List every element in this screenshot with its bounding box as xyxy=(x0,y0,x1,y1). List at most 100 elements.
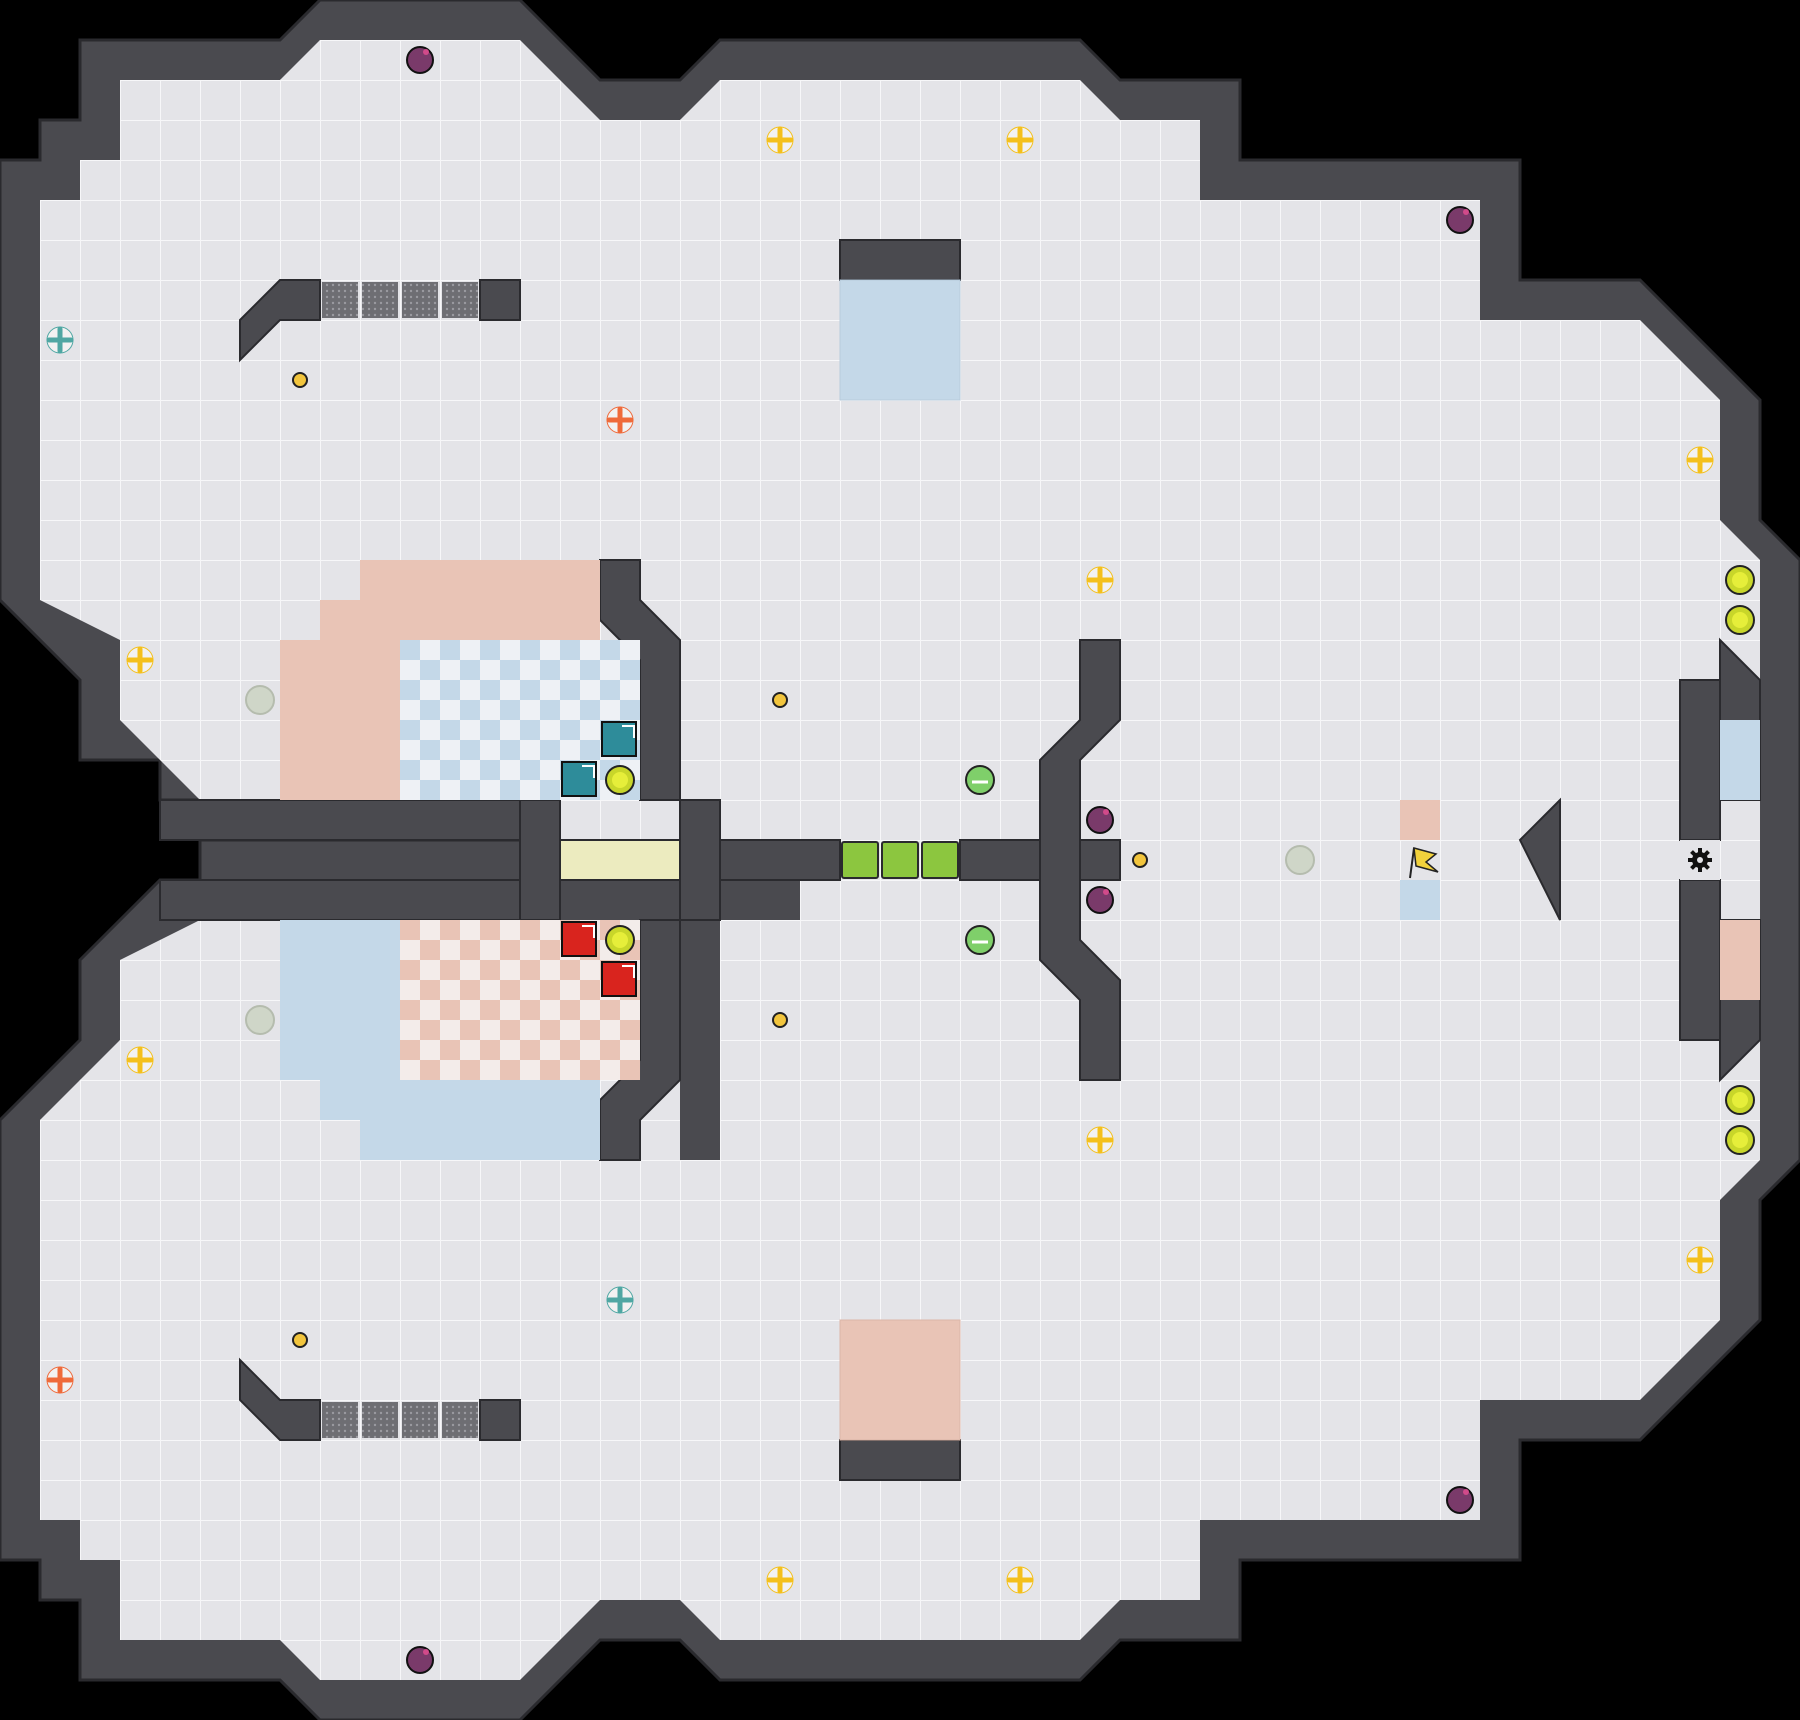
yellow-cross-boost-icon xyxy=(1686,446,1714,474)
yellow-cross-boost-icon xyxy=(1006,126,1034,154)
flag-pole xyxy=(1409,847,1415,879)
bomb-icon xyxy=(1086,886,1114,914)
portal-ring xyxy=(965,765,995,795)
button-inner xyxy=(612,772,628,788)
bomb-body xyxy=(1446,1486,1474,1514)
red-toggle-tile-shine xyxy=(582,925,595,938)
blue-toggle-tile xyxy=(561,761,597,797)
powerup-spot-icon xyxy=(245,685,275,715)
red-team-tile xyxy=(360,560,600,600)
speed-pad-icon xyxy=(881,841,919,879)
red-cross-boost-icon-cross xyxy=(46,1366,74,1394)
bomb-icon xyxy=(1446,1486,1474,1514)
blue-cross-boost-icon xyxy=(46,326,74,354)
blue-cross-boost-icon-cross xyxy=(606,1286,634,1314)
yellow-cross-boost-icon xyxy=(1006,1566,1034,1594)
spike-icon xyxy=(442,282,478,318)
red-cross-boost-icon xyxy=(606,406,634,434)
blue-team-tile xyxy=(839,279,961,401)
yellow-cross-boost-icon xyxy=(1686,1246,1714,1274)
bomb-icon xyxy=(406,1646,434,1674)
spike-icon xyxy=(402,1402,438,1438)
button-inner xyxy=(1732,1092,1748,1108)
portal-ring xyxy=(965,925,995,955)
red-toggle-tile-shine xyxy=(622,965,635,978)
powerup-spot-icon xyxy=(292,1332,308,1348)
powerup-spot-icon xyxy=(772,1012,788,1028)
blue-toggle-tile-shine xyxy=(622,725,635,738)
blue-cross-boost-icon-cross xyxy=(46,326,74,354)
bomb-fuse xyxy=(1463,1489,1469,1495)
bomb-body xyxy=(1086,886,1114,914)
bomb-fuse xyxy=(1463,209,1469,215)
yellow-cross-boost-icon-cross xyxy=(1686,446,1714,474)
spike-icon xyxy=(402,282,438,318)
yellow-cross-boost-icon xyxy=(126,1046,154,1074)
flag-cloth xyxy=(1413,846,1439,873)
speed-pad-icon xyxy=(841,841,879,879)
blue-team-tile xyxy=(320,1080,600,1120)
bomb-body xyxy=(1086,806,1114,834)
yellow-cross-boost-icon-cross xyxy=(1086,566,1114,594)
button-inner xyxy=(612,932,628,948)
blue-team-tile xyxy=(400,640,640,800)
yellow-cross-boost-icon-cross xyxy=(1006,126,1034,154)
tile-layer xyxy=(280,279,1760,1441)
red-team-tile xyxy=(1720,920,1760,1000)
yellow-cross-boost-icon xyxy=(126,646,154,674)
red-team-tile xyxy=(400,920,640,1080)
red-team-tile xyxy=(320,600,600,640)
bomb-icon xyxy=(406,46,434,74)
yellow-cross-boost-icon-cross xyxy=(766,1566,794,1594)
bomb-icon xyxy=(1446,206,1474,234)
red-team-tile xyxy=(839,1319,961,1441)
powerup-spot-icon xyxy=(292,372,308,388)
spike-icon xyxy=(322,1402,358,1438)
yellow-cross-boost-icon-cross xyxy=(1006,1566,1034,1594)
blue-cross-boost-icon xyxy=(606,1286,634,1314)
yellow-cross-boost-icon xyxy=(1086,566,1114,594)
blue-team-tile xyxy=(1720,720,1760,800)
bomb-body xyxy=(406,1646,434,1674)
inner-walls xyxy=(159,239,1761,1481)
portal-icon xyxy=(965,925,995,955)
button-inner xyxy=(1732,612,1748,628)
spike-icon xyxy=(362,1402,398,1438)
yellow-cross-boost-icon xyxy=(1086,1126,1114,1154)
bomb-body xyxy=(1446,206,1474,234)
yellow-cross-boost-icon xyxy=(766,1566,794,1594)
yellow-cross-boost-icon-cross xyxy=(126,646,154,674)
yellow-cross-boost-icon-cross xyxy=(1086,1126,1114,1154)
blue-team-tile xyxy=(1400,880,1440,920)
blue-toggle-tile-shine xyxy=(582,765,595,778)
red-cross-boost-icon xyxy=(46,1366,74,1394)
portal-icon xyxy=(965,765,995,795)
button-icon xyxy=(1725,1125,1755,1155)
red-team-tile xyxy=(280,640,400,800)
blue-team-tile xyxy=(280,920,400,1080)
bomb-icon xyxy=(1086,806,1114,834)
button-icon xyxy=(1725,565,1755,595)
bomb-fuse xyxy=(1103,889,1109,895)
blue-team-tile xyxy=(360,1120,600,1160)
yellow-cross-boost-icon xyxy=(766,126,794,154)
button-icon xyxy=(605,765,635,795)
bomb-body xyxy=(406,46,434,74)
speed-pad-icon xyxy=(921,841,959,879)
blue-toggle-tile xyxy=(601,721,637,757)
bomb-fuse xyxy=(1103,809,1109,815)
powerup-spot-icon xyxy=(772,692,788,708)
button-inner xyxy=(1732,1132,1748,1148)
powerup-spot-icon xyxy=(245,1005,275,1035)
button-icon xyxy=(1725,1085,1755,1115)
gear-icon xyxy=(1680,840,1720,880)
button-icon xyxy=(605,925,635,955)
button-inner xyxy=(1732,572,1748,588)
red-team-tile xyxy=(1400,800,1440,840)
yellow-flag-icon xyxy=(1409,846,1439,879)
gate-icon xyxy=(559,839,681,881)
spike-icon xyxy=(362,282,398,318)
red-toggle-tile xyxy=(601,961,637,997)
